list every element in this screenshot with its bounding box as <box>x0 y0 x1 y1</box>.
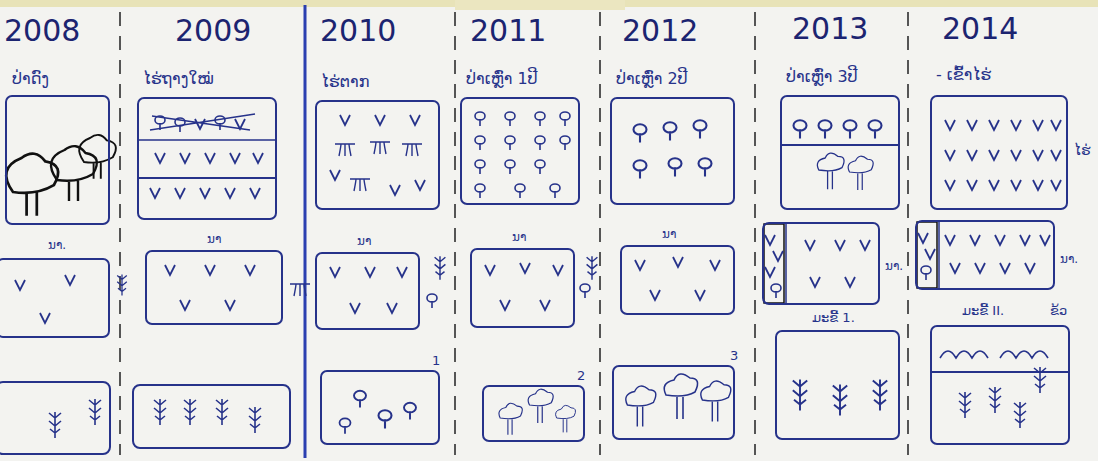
box-heading: ນາ. <box>1060 252 1078 266</box>
box-heading: ມະຂີ້ II. <box>962 303 1004 319</box>
box-heading: ນາ <box>512 230 526 244</box>
box-heading: ມະຂີ້ 1. <box>812 310 855 326</box>
box-heading: 3 <box>730 348 738 364</box>
field-box: 2 <box>482 385 585 442</box>
field-box: ນາ. <box>915 220 1055 290</box>
field-box: ນາ <box>620 245 735 315</box>
field-box: ປ່າເຫຼົ່າ 1ປີ <box>460 97 580 205</box>
side-note: ໄຮ່ <box>1074 142 1090 159</box>
box-heading: - ເຂົ້າໄຮ່ <box>936 65 991 84</box>
year-label: 2012 <box>622 14 698 47</box>
field-box: ປ່າເຫຼົ່າ 3ປີ <box>780 95 900 210</box>
box-heading: 1 <box>432 353 440 369</box>
box-heading: ໄຮ່ຖາງໃໝ່ <box>143 69 214 88</box>
field-box: ນາ <box>315 252 420 330</box>
field-box: ປ່າດົງ <box>5 95 110 225</box>
field-box: ໄຮ່ຖາງໃໝ່ <box>137 97 277 220</box>
box-heading: ນາ. <box>885 259 903 273</box>
year-label: 2009 <box>175 14 251 47</box>
box-heading: ປ່າເຫຼົ່າ 3ປີ <box>786 67 858 86</box>
field-box: ນາ <box>470 248 575 328</box>
field-box: ປ່າເຫຼົ່າ 2ປີ <box>610 97 735 205</box>
field-box: ນາ. <box>0 258 110 338</box>
field-box: ມະຂີ້ 1. <box>775 330 900 440</box>
side-note: ຂ້ວ <box>1050 303 1067 319</box>
year-label: 2014 <box>942 12 1018 45</box>
field-box: ໄຮ່ຕາກ <box>315 100 440 210</box>
box-heading: ນາ <box>662 227 676 241</box>
box-heading: ນາ. <box>48 238 66 252</box>
field-box: 3 <box>612 365 735 440</box>
field-box: ນາ <box>145 250 283 325</box>
box-heading: ປ່າດົງ <box>12 69 49 88</box>
box-heading: ປ່າເຫຼົ່າ 2ປີ <box>616 69 688 88</box>
field-box: ນາ. <box>762 222 880 305</box>
field-box: ມະຂີ້ II.ຂ້ວ <box>930 325 1070 445</box>
box-heading: ນາ <box>357 234 371 248</box>
year-label: 2011 <box>470 14 546 47</box>
box-heading: ນາ <box>207 232 221 246</box>
year-label: 2008 <box>4 14 80 47</box>
box-heading: ປ່າເຫຼົ່າ 1ປີ <box>466 69 538 88</box>
year-label: 2013 <box>792 12 868 45</box>
box-heading: 2 <box>577 368 585 384</box>
year-label: 2010 <box>320 14 396 47</box>
field-box: 1 <box>320 370 440 445</box>
box-heading: ໄຮ່ຕາກ <box>321 72 369 91</box>
field-box: - ເຂົ້າໄຮ່ໄຮ່ <box>930 95 1068 210</box>
